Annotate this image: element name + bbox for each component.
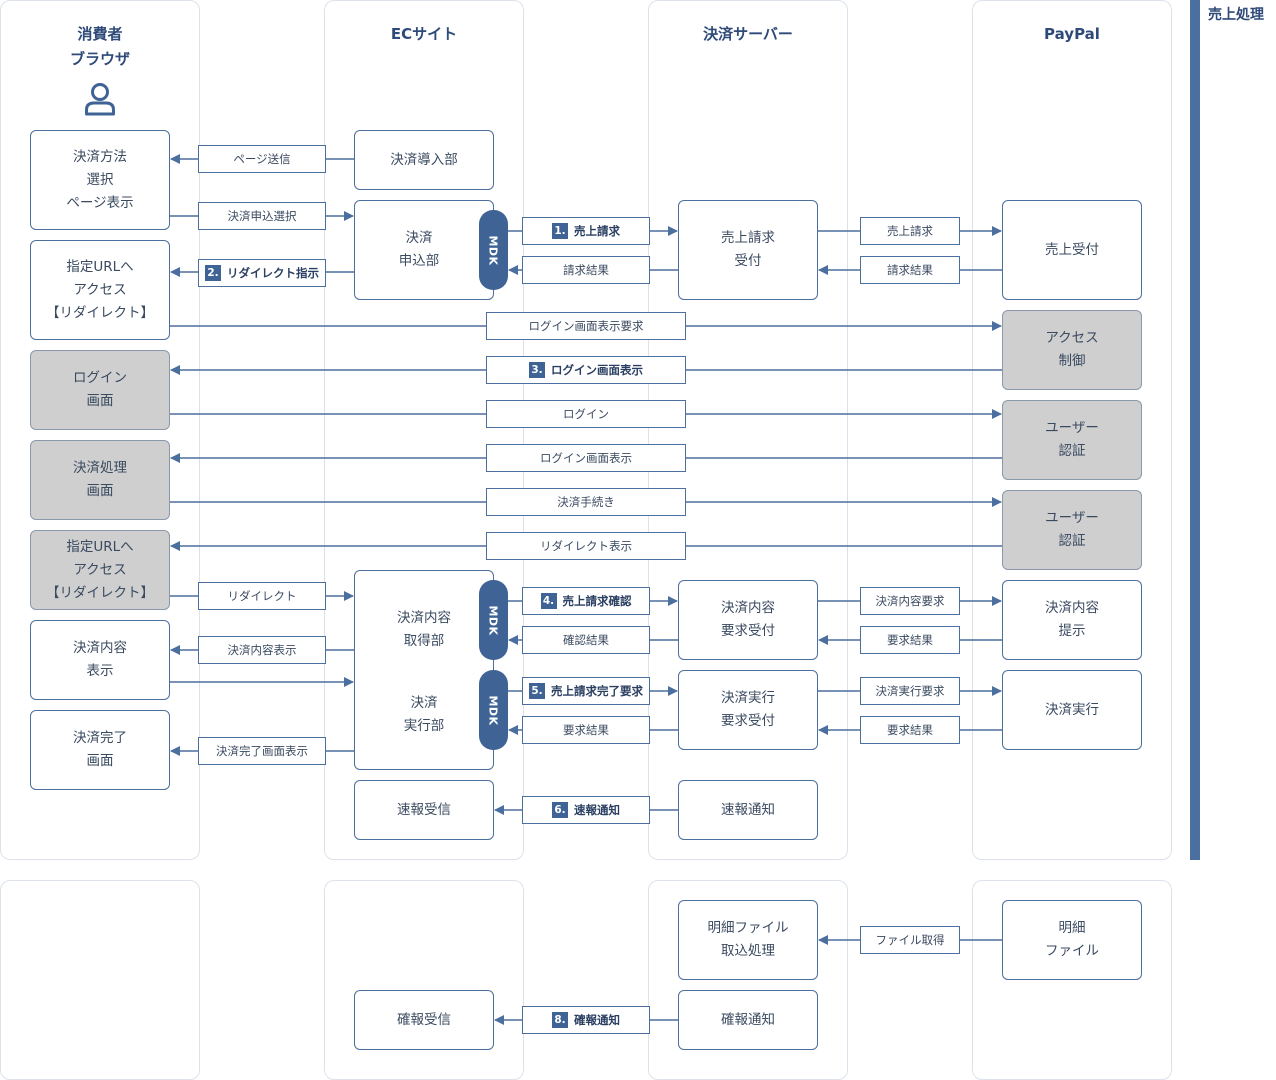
lane-title-paypal: PayPal bbox=[1044, 25, 1100, 43]
label-page-send: ページ送信 bbox=[198, 145, 326, 173]
mdk-pill-1: MDK bbox=[479, 210, 508, 290]
box-final-receive: 確報受信 bbox=[354, 990, 494, 1050]
box-select-payment-page: 決済方法 選択 ページ表示 bbox=[30, 130, 170, 230]
lane-title-consumer: 消費者 ブラウザ bbox=[69, 25, 130, 68]
mdk-pill-2: MDK bbox=[479, 580, 508, 660]
box-payment-complete-screen: 決済完了 画面 bbox=[30, 710, 170, 790]
user-icon bbox=[85, 83, 115, 116]
box-payment-exec: 決済 実行部 bbox=[403, 695, 445, 734]
label-quick-notice: 6.速報通知 bbox=[522, 796, 650, 824]
label-request-result-c: 要求結果 bbox=[860, 716, 960, 744]
mdk-pill-3: MDK bbox=[479, 670, 508, 750]
lane-consumer-bottom bbox=[0, 880, 200, 1080]
box-payment-content-get-exec bbox=[354, 570, 494, 770]
box-detail-file-import: 明細ファイル 取込処理 bbox=[678, 900, 818, 980]
label-redirect-instruction: 2.リダイレクト指示 bbox=[198, 259, 326, 287]
lane-title-ec: ECサイト bbox=[390, 25, 458, 43]
box-payment-content-get: 決済内容 取得部 bbox=[397, 610, 451, 649]
label-completion-screen: 決済完了画面表示 bbox=[198, 737, 326, 765]
box-sales-receive: 売上受付 bbox=[1002, 200, 1142, 300]
label-request-result: 請求結果 bbox=[522, 256, 650, 284]
box-content-request-receive: 決済内容 要求受付 bbox=[678, 580, 818, 660]
box-payment-execute: 決済実行 bbox=[1002, 670, 1142, 750]
label-payment-procedure: 決済手続き bbox=[486, 488, 686, 516]
box-exec-request-receive: 決済実行 要求受付 bbox=[678, 670, 818, 750]
box-user-auth-2: ユーザー 認証 bbox=[1002, 490, 1142, 570]
label-login-screen-display2: ログイン画面表示 bbox=[486, 444, 686, 472]
box-payment-content-display: 決済内容 表示 bbox=[30, 620, 170, 700]
label-confirm-result: 確認結果 bbox=[522, 626, 650, 654]
box-payment-process-screen: 決済処理 画面 bbox=[30, 440, 170, 520]
box-sales-request-receive: 売上請求 受付 bbox=[678, 200, 818, 300]
label-login-screen-display: 3.ログイン画面表示 bbox=[486, 356, 686, 384]
box-login-screen: ログイン 画面 bbox=[30, 350, 170, 430]
label-request-result-a: 要求結果 bbox=[860, 626, 960, 654]
box-access-url-redirect-2: 指定URLへ アクセス 【リダイレクト】 bbox=[30, 530, 170, 610]
label-redirect-display: リダイレクト表示 bbox=[486, 532, 686, 560]
label-login: ログイン bbox=[486, 400, 686, 428]
label-request-result-b: 要求結果 bbox=[522, 716, 650, 744]
box-user-auth-1: ユーザー 認証 bbox=[1002, 400, 1142, 480]
box-access-url-redirect: 指定URLへ アクセス 【リダイレクト】 bbox=[30, 240, 170, 340]
label-exec-request: 決済実行要求 bbox=[860, 677, 960, 705]
label-completion-request: 5.売上請求完了要求 bbox=[522, 677, 650, 705]
box-quick-receive: 速報受信 bbox=[354, 780, 494, 840]
label-content-display: 決済内容表示 bbox=[198, 636, 326, 664]
label-apply-select: 決済申込選択 bbox=[198, 202, 326, 230]
label-redirect: リダイレクト bbox=[198, 582, 326, 610]
label-content-request: 決済内容要求 bbox=[860, 587, 960, 615]
label-login-screen-request: ログイン画面表示要求 bbox=[486, 312, 686, 340]
label-final-notice: 8.確報通知 bbox=[522, 1006, 650, 1034]
lane-title-server: 決済サーバー bbox=[703, 25, 793, 43]
box-payment-apply: 決済 申込部 bbox=[354, 200, 494, 300]
sales-process-bar bbox=[1190, 0, 1200, 860]
box-final-notice: 確報通知 bbox=[678, 990, 818, 1050]
label-sales-request-confirm: 4.売上請求確認 bbox=[522, 587, 650, 615]
label-request-result-pp: 請求結果 bbox=[860, 256, 960, 284]
label-sales-request-pp: 売上請求 bbox=[860, 217, 960, 245]
box-payment-content-present: 決済内容 提示 bbox=[1002, 580, 1142, 660]
sales-process-label: 売上処理 bbox=[1208, 7, 1264, 23]
box-detail-file: 明細 ファイル bbox=[1002, 900, 1142, 980]
label-sales-request: 1.売上請求 bbox=[522, 217, 650, 245]
box-quick-notice: 速報通知 bbox=[678, 780, 818, 840]
label-file-get: ファイル取得 bbox=[860, 926, 960, 954]
box-payment-intro: 決済導入部 bbox=[354, 130, 494, 190]
box-access-control: アクセス 制御 bbox=[1002, 310, 1142, 390]
